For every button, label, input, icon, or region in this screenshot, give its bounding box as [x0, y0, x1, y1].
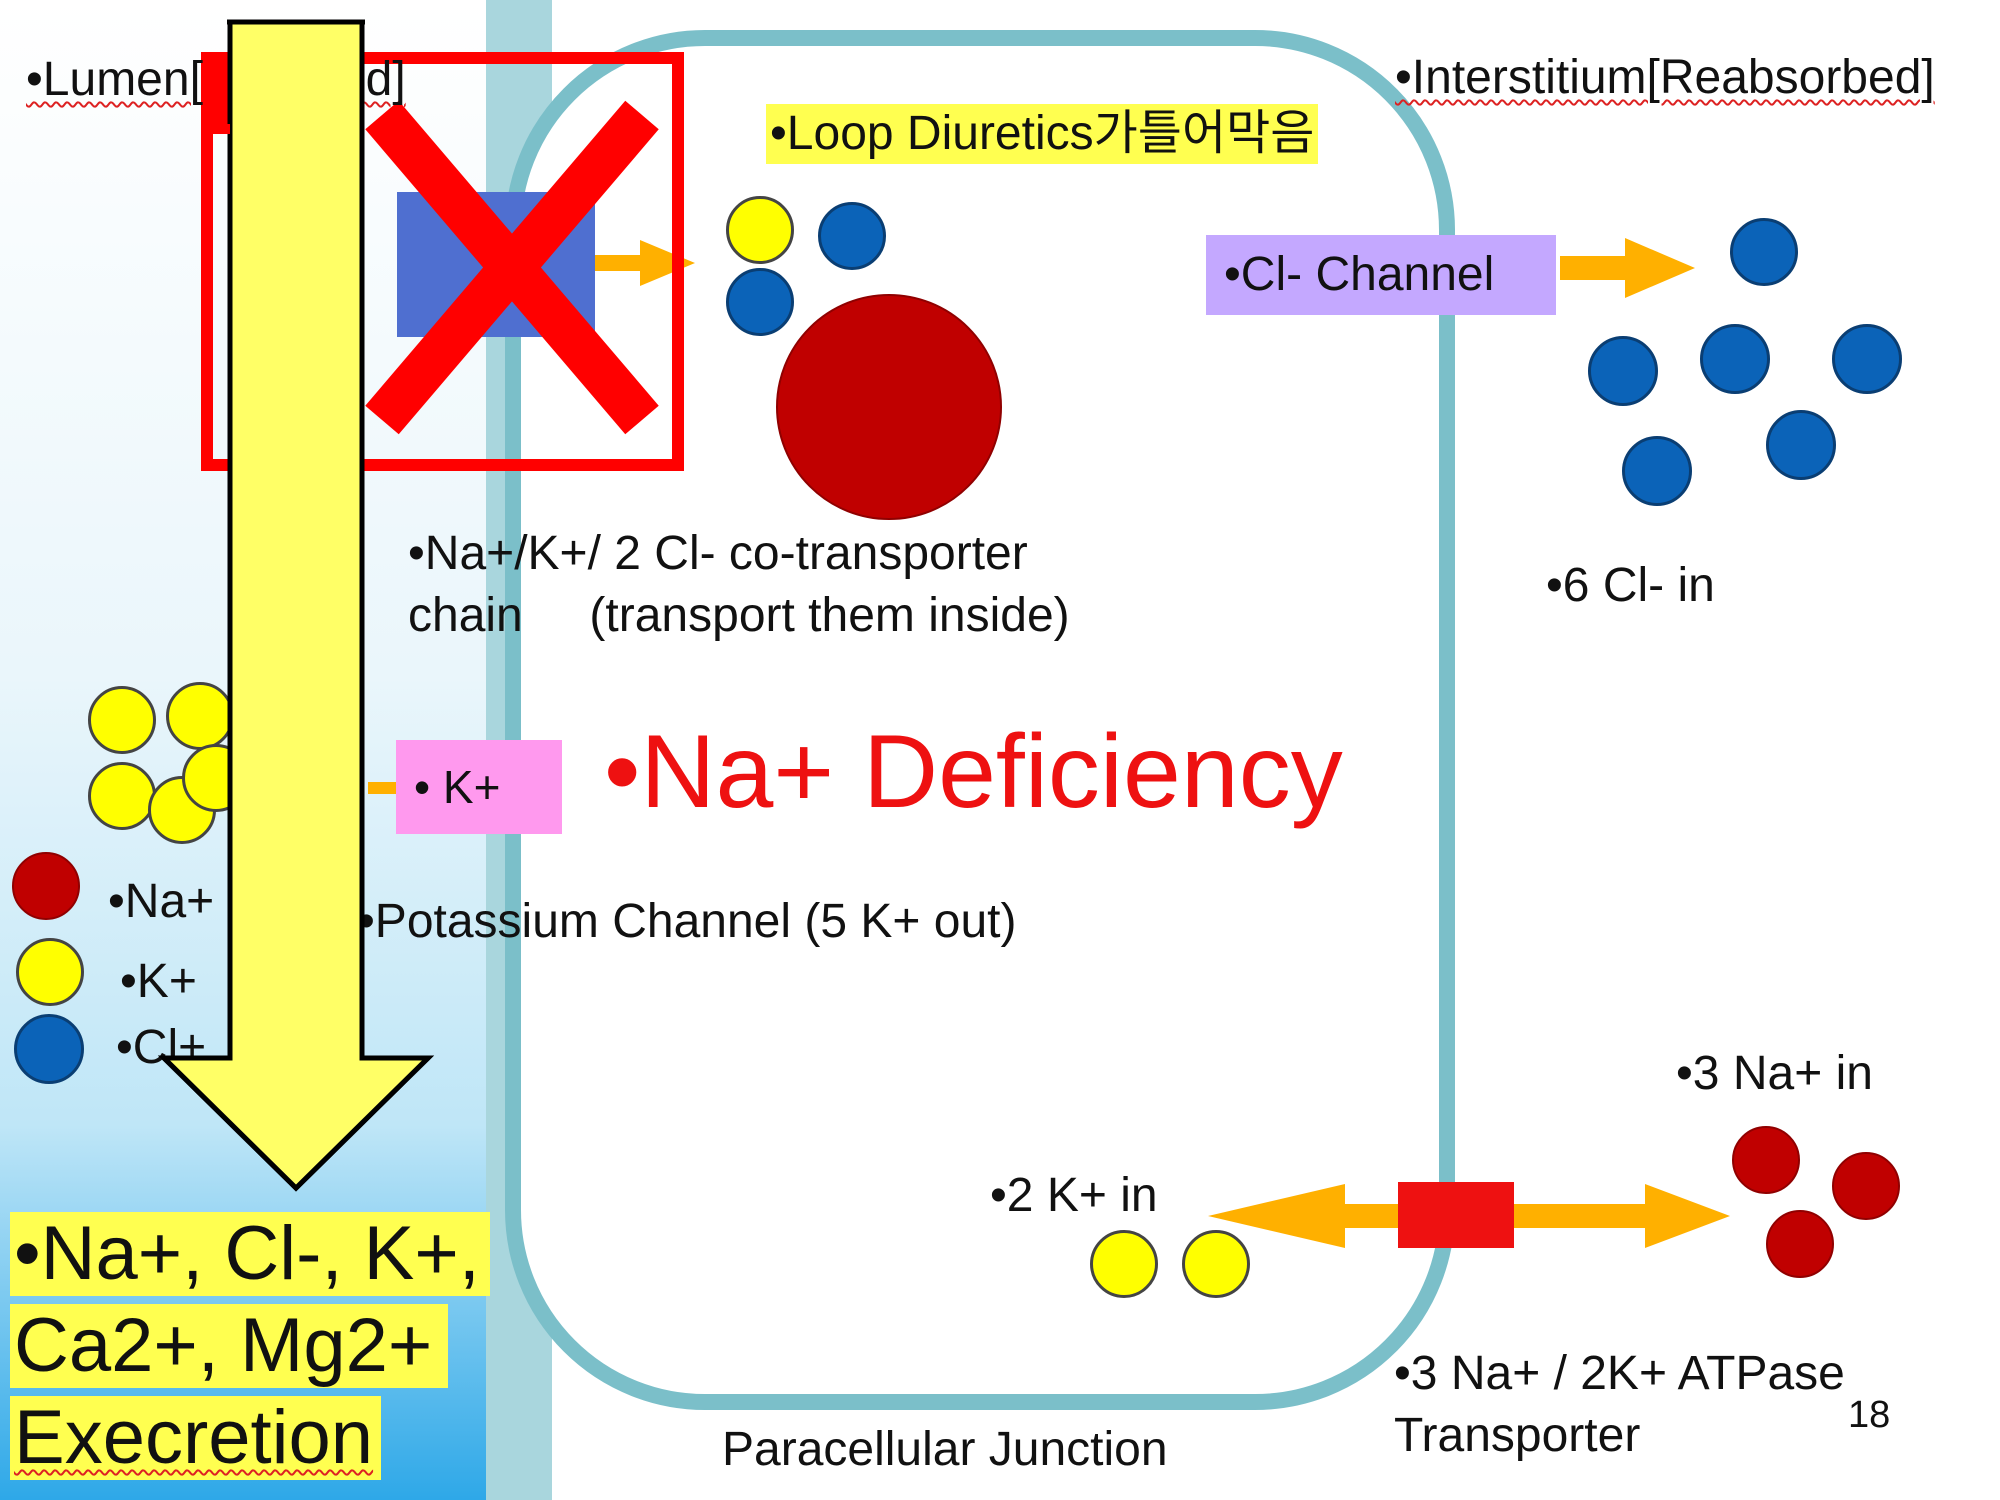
na-ion	[1732, 1126, 1800, 1194]
atpase-label-1: •3 Na+ / 2K+ ATPase	[1394, 1347, 1845, 1400]
k-ion	[88, 686, 156, 754]
k-ion	[1182, 1230, 1250, 1298]
k-channel-box: • K+	[396, 740, 562, 834]
legend-k-label: •K+	[120, 955, 197, 1008]
k-box-label: • K+	[414, 761, 501, 813]
cl-ion	[1700, 324, 1770, 394]
potassium-channel-label: •Potassium Channel (5 K+ out)	[358, 895, 1017, 948]
cl-ion	[1730, 218, 1798, 286]
paracellular-junction-label: Paracellular Junction	[722, 1423, 1168, 1476]
na-deficiency-label: •Na+ Deficiency	[604, 714, 1343, 830]
cl-ion	[1832, 324, 1902, 394]
k-ion	[1090, 1230, 1158, 1298]
legend-na-label: •Na+	[108, 875, 215, 928]
cotransporter-label-2: chain (transport them inside)	[408, 589, 1070, 642]
na-ion	[1766, 1210, 1834, 1278]
cl-ion	[1766, 410, 1836, 480]
cotransporter-arrow	[588, 240, 695, 286]
page-number: 18	[1848, 1394, 1891, 1436]
six-cl-in-label: •6 Cl- in	[1546, 559, 1715, 612]
legend-cl-dot	[14, 1014, 84, 1084]
loop-diuretics-label: •Loop Diuretics가틀어막음	[766, 104, 1319, 164]
cl-ion	[726, 268, 794, 336]
excretion-label-2: Ca2+, Mg2+	[10, 1304, 449, 1388]
two-k-in-label: •2 K+ in	[990, 1169, 1158, 1222]
cl-channel-label: •Cl- Channel	[1224, 248, 1495, 301]
na-ion	[1832, 1152, 1900, 1220]
k-ion	[726, 196, 794, 264]
cl-ion	[818, 202, 886, 270]
excretion-label-1: •Na+, Cl-, K+,	[10, 1212, 490, 1296]
cl-ion	[1622, 436, 1692, 506]
cl-ion	[1588, 336, 1658, 406]
cl-channel-box: •Cl- Channel	[1206, 235, 1556, 315]
legend-k-dot	[16, 938, 84, 1006]
atpase-na-arrow	[1512, 1184, 1730, 1248]
excretion-label-3: Execretion	[10, 1396, 382, 1480]
cotransporter-label-1: •Na+/K+/ 2 Cl- co-transporter	[408, 527, 1028, 580]
cl-channel-arrow	[1560, 238, 1695, 298]
legend-na-dot	[12, 852, 80, 920]
interstitium-label: •Interstitium[Reabsorbed]	[1395, 51, 1935, 104]
na-ion-large	[776, 294, 1002, 520]
atpase-k-arrow	[1208, 1184, 1400, 1248]
atpase-block	[1398, 1182, 1514, 1248]
three-na-in-label: •3 Na+ in	[1676, 1047, 1873, 1100]
atpase-label-2: Transporter	[1394, 1409, 1641, 1462]
